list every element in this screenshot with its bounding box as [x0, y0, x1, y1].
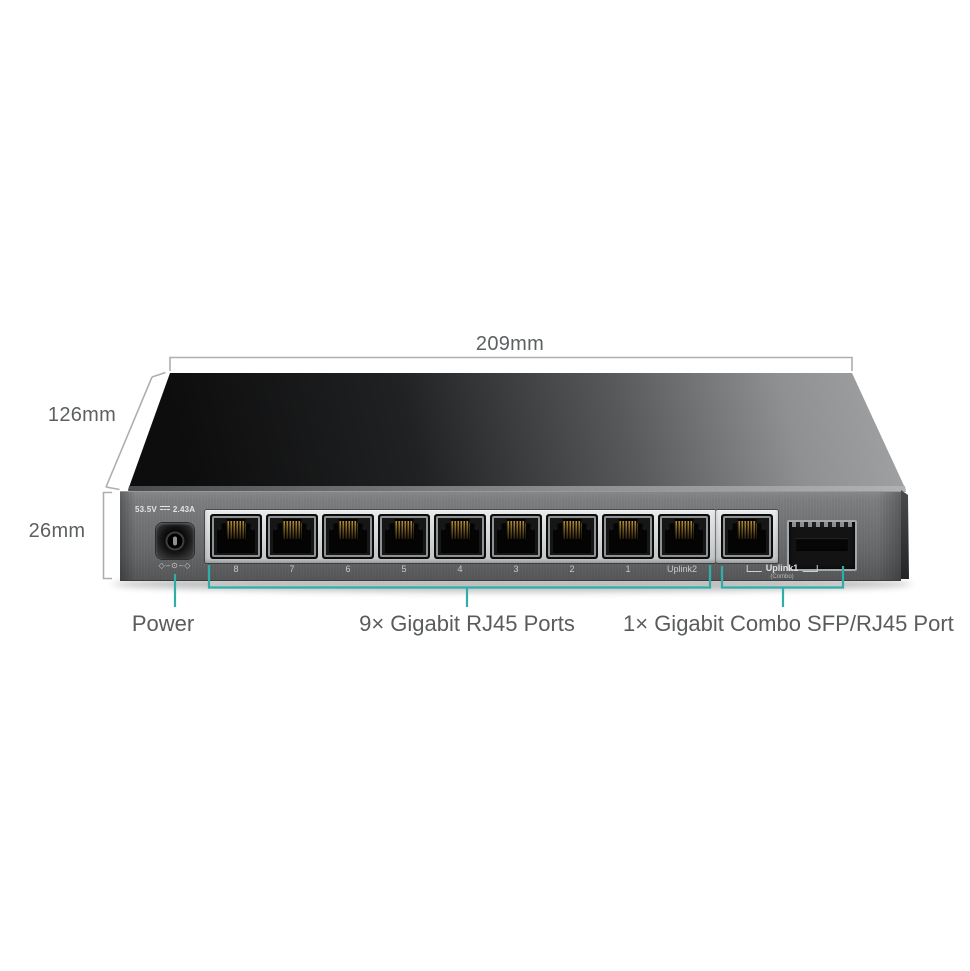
rj45-opening: [728, 519, 766, 553]
rj45-pins: [618, 521, 638, 539]
device-right-cap: [901, 490, 909, 579]
rj45-opening: [441, 519, 479, 553]
psu-voltage: 53.5V: [135, 505, 157, 514]
polarity-icon: ◇–⊙–◇: [158, 561, 192, 570]
rj45-pins: [737, 521, 757, 539]
width-dimension-bracket: [169, 356, 853, 371]
rj45-pins: [674, 521, 694, 539]
rj45-port-7: [266, 514, 318, 559]
port-number: 8: [233, 564, 239, 574]
device-front-bevel: [128, 486, 906, 492]
uplink2-label: Uplink2: [666, 564, 698, 574]
rj45-opening: [665, 519, 703, 553]
rj45-port-6: [322, 514, 374, 559]
uplink1-label: Uplink1: [765, 563, 799, 573]
port-number: 7: [289, 564, 295, 574]
port-number: 1: [625, 564, 631, 574]
rj45-callout-bracket: [207, 565, 712, 607]
rj45-port-2: [546, 514, 598, 559]
combo-callout-label: 1× Gigabit Combo SFP/RJ45 Port: [623, 611, 954, 636]
rj45-port-8: [210, 514, 262, 559]
port-number: 4: [457, 564, 463, 574]
port-number: 5: [401, 564, 407, 574]
width-dimension-label: 209mm: [475, 333, 545, 355]
rj45-port-3: [490, 514, 542, 559]
port-number: 6: [345, 564, 351, 574]
rj45-callout-label: 9× Gigabit RJ45 Ports: [359, 611, 575, 636]
height-dimension-bracket: [102, 491, 112, 580]
rj45-pins: [450, 521, 470, 539]
rj45-port-panel: [205, 510, 716, 563]
rj45-port-4: [434, 514, 486, 559]
depth-dimension-line: [105, 371, 166, 491]
uplink1-label-group: Uplink1: [746, 563, 818, 573]
psu-current: 2.43A: [172, 505, 196, 514]
height-dimension-label: 26mm: [28, 520, 86, 542]
combo-rj45-panel: [716, 510, 778, 563]
combo-callout-bracket: [720, 566, 845, 607]
combo-caption: (Combo): [770, 574, 794, 580]
power-rating-label: 53.5V 2.43A: [135, 505, 255, 514]
combo-bracket-left-icon: [746, 564, 762, 572]
device-top-face: [128, 373, 906, 490]
rj45-opening: [217, 519, 255, 553]
depth-dimension-label: 126mm: [47, 404, 117, 426]
rj45-port-5: [378, 514, 430, 559]
rj45-pins: [506, 521, 526, 539]
rj45-pins: [338, 521, 358, 539]
rj45-pins: [282, 521, 302, 539]
rj45-port-1: [602, 514, 654, 559]
rj45-pins: [226, 521, 246, 539]
rj45-opening: [609, 519, 647, 553]
power-callout-label: Power: [131, 611, 195, 636]
rj45-opening: [329, 519, 367, 553]
sfp-slot: [787, 520, 857, 571]
rj45-pins: [562, 521, 582, 539]
sfp-cage-opening: [796, 538, 848, 551]
dc-symbol-icon: [159, 506, 170, 513]
rj45-opening: [385, 519, 423, 553]
rj45-opening: [497, 519, 535, 553]
rj45-pins: [394, 521, 414, 539]
rj45-port-uplink2: [658, 514, 710, 559]
dc-power-jack: [156, 523, 194, 559]
port-number: 2: [569, 564, 575, 574]
switch-front-panel: 53.5V 2.43A ◇–⊙–◇ 8 7 6 5 4 3 2: [120, 491, 901, 581]
port-number: 3: [513, 564, 519, 574]
combo-bracket-right-icon: [802, 564, 818, 572]
rj45-opening: [553, 519, 591, 553]
rj45-opening: [273, 519, 311, 553]
rj45-port-uplink1: [721, 514, 773, 559]
